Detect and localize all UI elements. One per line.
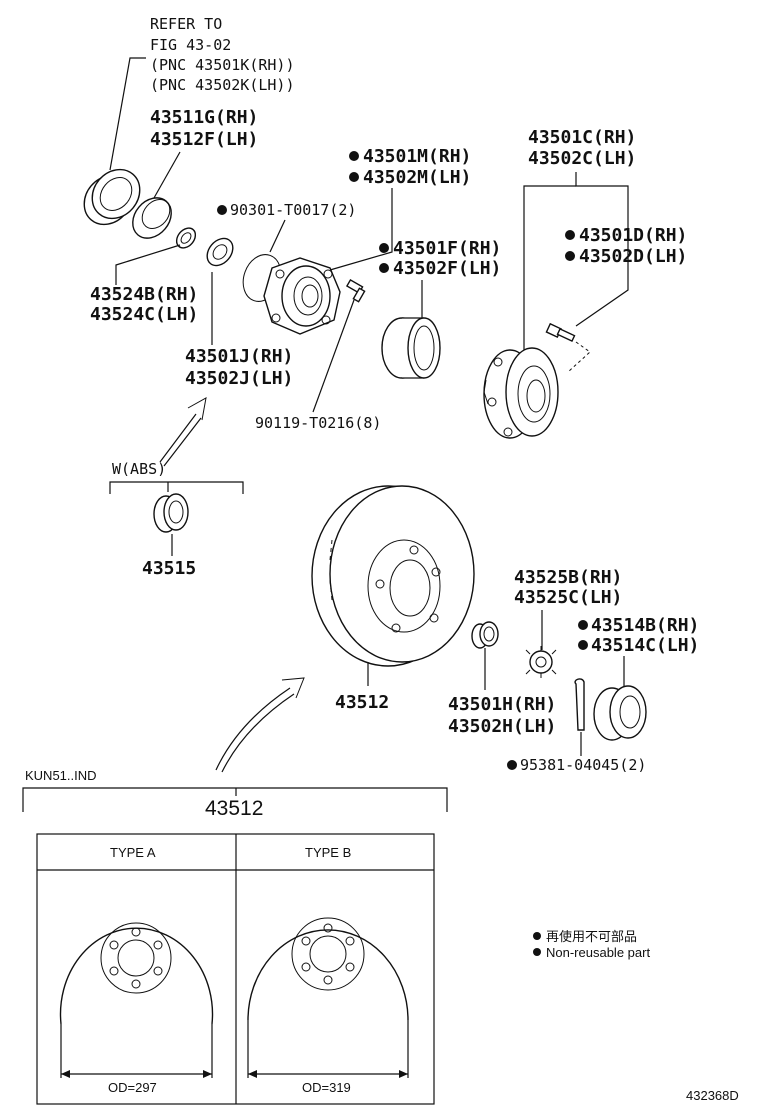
bearing-h-rh-label: 43501H(RH) (448, 694, 556, 715)
hub-m-rh-label: 43501M(RH) (363, 146, 471, 167)
cotter-pin (574, 678, 585, 731)
assembly-arrow (159, 397, 207, 467)
hub-c-leader (575, 172, 629, 327)
type-b-disc (247, 917, 409, 1078)
seal-leader (149, 151, 181, 206)
hub-bolt (545, 322, 591, 373)
washer-lh-label: 43524C(LH) (90, 304, 198, 325)
refer-line-2: FIG 43-02 (150, 36, 231, 54)
hub-m-leader (329, 188, 393, 271)
figure-id: 432368D (686, 1088, 739, 1103)
lock-nut (525, 646, 557, 678)
hub-c-lh-label: 43502C(LH) (528, 148, 636, 169)
non-reusable-dot (217, 205, 227, 215)
hub-stud-bolt (345, 278, 366, 303)
detail-part-number: 43512 (205, 797, 263, 820)
non-reusable-dot (379, 263, 389, 273)
refer-line-1: REFER TO (150, 15, 222, 33)
seal-lh-label: 43512F(LH) (150, 129, 258, 150)
washer-rh-label: 43524B(RH) (90, 284, 198, 305)
legend-en: Non-reusable part (546, 945, 650, 960)
inner-bearing-cone (471, 621, 499, 649)
stud-leader (312, 299, 355, 413)
nut-lh-label: 43525C(LH) (514, 587, 622, 608)
legend-dot (533, 932, 541, 940)
non-reusable-dot (578, 620, 588, 630)
abs-bracket (109, 481, 244, 494)
detail-arrow (215, 677, 305, 773)
hub-grease-cap (593, 685, 647, 741)
type-a-od: OD=297 (108, 1080, 157, 1095)
non-reusable-dot (578, 640, 588, 650)
pin-label: 95381-04045(2) (520, 756, 646, 774)
type-b-dimension (248, 1070, 408, 1078)
bearing-f-lh-label: 43502F(LH) (393, 258, 501, 279)
sensor-ring-label: 43515 (142, 558, 196, 579)
axle-hub (483, 347, 559, 439)
bearing-j-rh-label: 43501J(RH) (185, 346, 293, 367)
non-reusable-dot (379, 243, 389, 253)
type-b-od: OD=319 (302, 1080, 351, 1095)
cap-lh-label: 43514C(LH) (591, 635, 699, 656)
washer-small (175, 227, 197, 249)
non-reusable-dot (349, 172, 359, 182)
steering-knuckle-hub (263, 257, 341, 335)
disc-label: 43512 (335, 692, 389, 713)
abs-label: W(ABS) (112, 460, 166, 478)
type-b-header: TYPE B (305, 845, 351, 860)
hub-c-leader-2 (523, 185, 576, 360)
refer-line-4: (PNC 43502K(LH)) (150, 76, 295, 94)
type-a-disc (59, 922, 214, 1078)
oring-leader (269, 219, 286, 253)
hub-m-lh-label: 43502M(LH) (363, 167, 471, 188)
detail-bracket (22, 787, 448, 812)
legend-jp: 再使用不可部品 (546, 929, 637, 944)
type-a-dimension (61, 1070, 212, 1078)
non-reusable-dot (507, 760, 517, 770)
model-code: KUN51..IND (25, 768, 97, 783)
washer-leader (115, 244, 181, 285)
non-reusable-dot (565, 230, 575, 240)
non-reusable-dot (349, 151, 359, 161)
refer-note: REFER TO FIG 43-02 (PNC 43501K(RH)) (PNC… (150, 15, 295, 94)
bearing-j-lh-label: 43502J(LH) (185, 368, 293, 389)
abs-sensor-ring (153, 493, 189, 533)
seal-rh-label: 43511G(RH) (150, 107, 258, 128)
hub-c-rh-label: 43501C(RH) (528, 127, 636, 148)
outer-bearing-race (381, 317, 441, 379)
cap-rh-label: 43514B(RH) (591, 615, 699, 636)
bolt-d-lh-label: 43502D(LH) (579, 246, 687, 267)
grease-seal-outer (83, 168, 141, 226)
washer-large (206, 237, 234, 267)
grease-seal (132, 197, 172, 239)
bolt-d-rh-label: 43501D(RH) (579, 225, 687, 246)
refer-leader (109, 57, 146, 171)
oring-label: 90301-T0017(2) (230, 201, 356, 219)
brake-disc-rotor (311, 485, 475, 667)
refer-line-3: (PNC 43501K(RH)) (150, 56, 295, 74)
type-a-header: TYPE A (110, 845, 156, 860)
non-reusable-dot (565, 251, 575, 261)
nut-rh-label: 43525B(RH) (514, 567, 622, 588)
legend-dot (533, 948, 541, 956)
bearing-h-lh-label: 43502H(LH) (448, 716, 556, 737)
stud-label: 90119-T0216(8) (255, 414, 381, 432)
bearing-f-rh-label: 43501F(RH) (393, 238, 501, 259)
